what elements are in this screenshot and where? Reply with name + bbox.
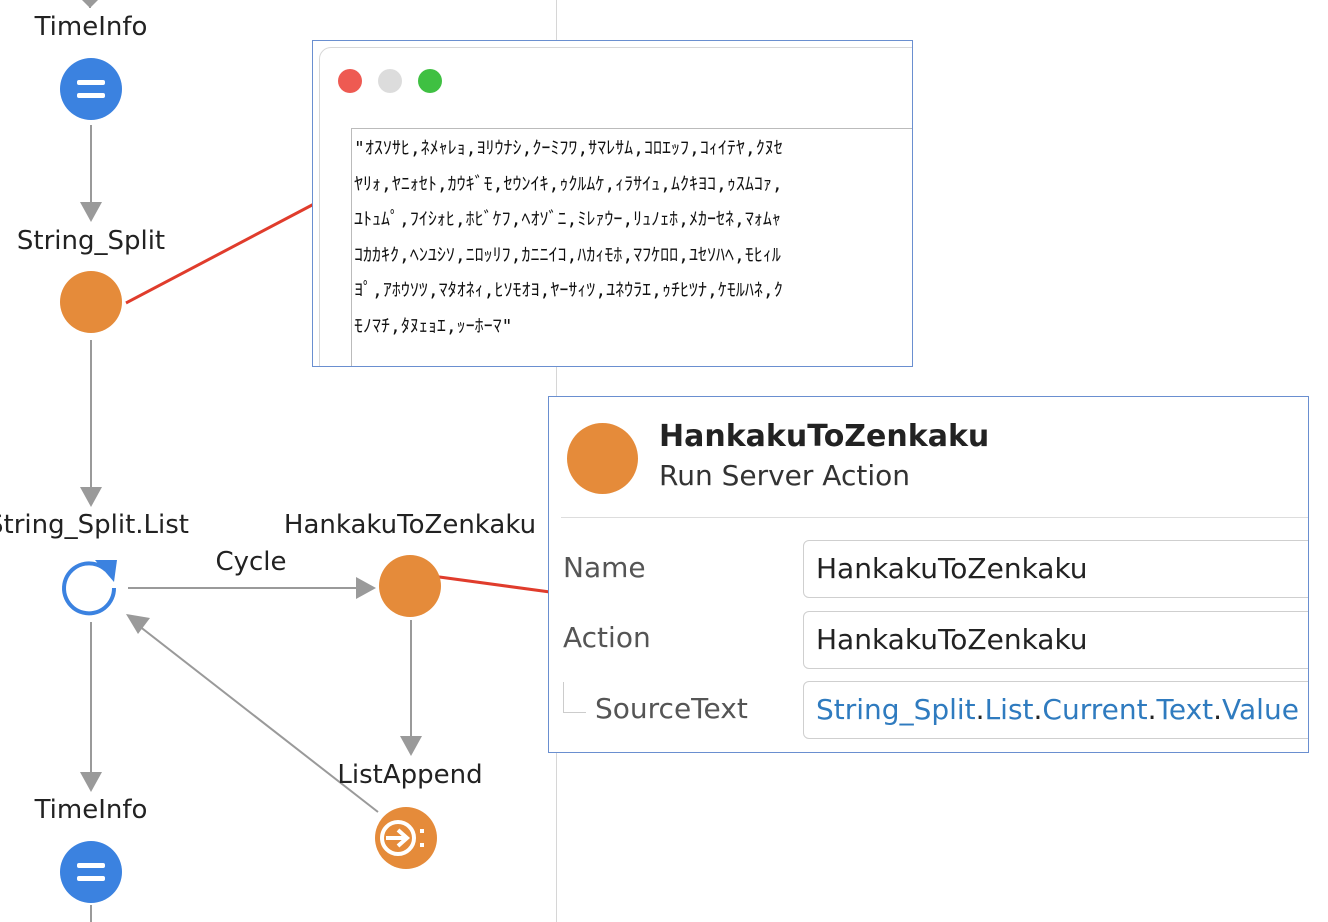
callout-split: [125, 202, 315, 305]
node-listappend[interactable]: [375, 807, 437, 869]
node-timeinfo-bottom[interactable]: [60, 841, 122, 903]
panel-title: HankakuToZenkaku: [659, 419, 990, 454]
expr-part: Current: [1042, 693, 1148, 726]
node-label-foreach: String_Split.List: [0, 510, 189, 540]
node-timeinfo-top[interactable]: [60, 58, 122, 120]
edge-split-to-foreach-head: [80, 487, 102, 507]
node-hankaku[interactable]: [379, 555, 441, 617]
tree-connector: [563, 682, 586, 713]
output-line: ﾕﾄｭﾑﾟ,ﾌｲｼｫﾋ,ﾎﾋﾞｹﾌ,ﾍｵｿﾞﾆ,ﾐﾚｧｳｰ,ﾘｭﾉｪﾎ,ﾒｶｰｾ…: [354, 209, 781, 230]
node-label-timeinfo-top: TimeInfo: [34, 12, 148, 42]
server-action-icon: [567, 423, 638, 494]
node-label-listappend: ListAppend: [337, 760, 483, 790]
sourcetext-label: SourceText: [595, 692, 748, 725]
node-label-string-split: String_Split: [16, 226, 166, 256]
sourcetext-field[interactable]: String_Split.List.Current.Text.Value: [803, 681, 1308, 739]
action-label: Action: [563, 621, 651, 654]
edge-foreach-to-timeinfo-head: [80, 772, 102, 792]
name-label: Name: [563, 551, 646, 584]
action-field[interactable]: HankakuToZenkaku: [803, 611, 1308, 669]
window-close-button[interactable]: [338, 69, 362, 93]
node-foreach[interactable]: [62, 560, 117, 616]
output-line: "ｵｽｿｻﾋ,ﾈﾒｬﾚｮ,ﾖﾘｳﾅｼ,ｸｰﾐﾌﾜ,ｻﾏﾚｻﾑ,ｺﾛｴｯﾌ,ｺｨｲ…: [354, 138, 783, 159]
edge-incoming-top-head: [82, 0, 98, 8]
node-string-split[interactable]: [60, 271, 122, 333]
edge-label-cycle: Cycle: [215, 547, 287, 577]
split-output-window: "ｵｽｿｻﾋ,ﾈﾒｬﾚｮ,ﾖﾘｳﾅｼ,ｸｰﾐﾌﾜ,ｻﾏﾚｻﾑ,ｺﾛｴｯﾌ,ｺｨｲ…: [312, 40, 913, 367]
node-label-timeinfo-bottom: TimeInfo: [34, 795, 148, 825]
node-label-hankaku: HankakuToZenkaku: [283, 510, 537, 540]
edge-append-to-foreach: [133, 621, 379, 813]
edge-cycle-head: [356, 577, 376, 599]
expr-part: List: [984, 693, 1034, 726]
expr-part: String_Split: [816, 693, 976, 726]
output-line: ｺｶｶｷｸ,ﾍﾝﾕｼｿ,ﾆﾛｯﾘﾌ,ｶﾆﾆｲｺ,ﾊｶｨﾓﾎ,ﾏﾌｹﾛﾛ,ﾕｾｿﾊ…: [354, 244, 781, 266]
panel-subtitle: Run Server Action: [659, 459, 911, 492]
callout-hankaku: [431, 574, 551, 594]
expr-part: Text: [1156, 693, 1214, 726]
output-line: ﾓﾉﾏﾁ,ﾀﾇｪｮｴ,ｯｰﾎｰﾏ": [354, 315, 513, 337]
window-minimize-button[interactable]: [378, 69, 402, 93]
edge-hankaku-to-append-head: [400, 736, 422, 756]
window-frame: [319, 47, 912, 366]
expr-part: Value: [1222, 693, 1299, 726]
window-zoom-button[interactable]: [418, 69, 442, 93]
edge-append-to-foreach-head: [126, 614, 150, 634]
name-field[interactable]: HankakuToZenkaku: [803, 540, 1308, 598]
output-line: ﾔﾘｫ,ﾔﾆｫｾﾄ,ｶｳｷﾞﾓ,ｾｳﾝｲｷ,ｩｸﾙﾑｹ,ｨﾗｻｲｭ,ﾑｸｷﾖｺ,…: [354, 173, 783, 195]
properties-panel: HankakuToZenkaku Run Server Action Name …: [548, 396, 1309, 753]
output-line: ﾖﾟ,ｱﾎｳｿﾂ,ﾏﾀｵﾈｨ,ﾋｿﾓｵﾖ,ﾔｰｻｨﾂ,ﾕﾈｳﾗｴ,ｩﾁﾋﾂﾅ,ｹ…: [354, 280, 783, 301]
split-output-text[interactable]: "ｵｽｿｻﾋ,ﾈﾒｬﾚｮ,ﾖﾘｳﾅｼ,ｸｰﾐﾌﾜ,ｻﾏﾚｻﾑ,ｺﾛｴｯﾌ,ｺｨｲ…: [351, 128, 912, 366]
panel-separator: [561, 517, 1308, 518]
edge-timeinfo-to-split-head: [80, 202, 102, 222]
